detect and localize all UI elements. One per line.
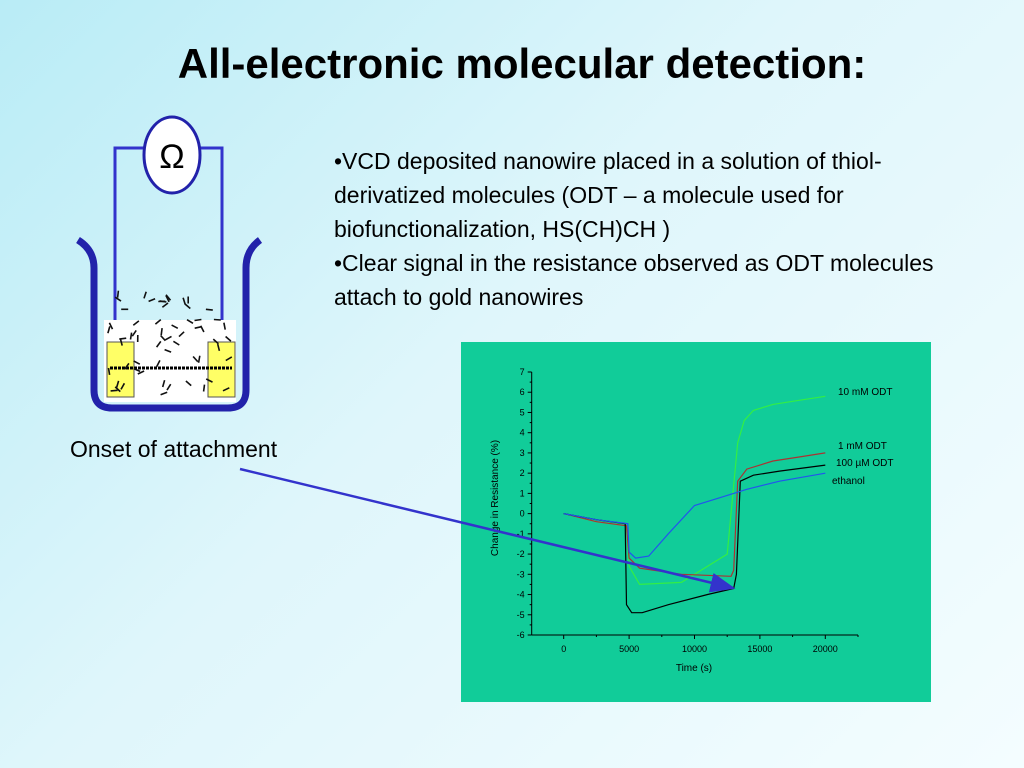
y-tick-label: 5 bbox=[520, 407, 525, 417]
ohm-symbol: Ω bbox=[159, 138, 184, 176]
molecule bbox=[225, 356, 233, 362]
molecule bbox=[225, 335, 232, 342]
molecule bbox=[108, 322, 114, 330]
beaker-diagram: Ω bbox=[76, 115, 263, 412]
ohmmeter-circle bbox=[142, 115, 202, 195]
molecule bbox=[161, 302, 169, 308]
left-wire bbox=[113, 146, 145, 345]
molecule bbox=[166, 383, 172, 391]
molecule bbox=[110, 389, 118, 392]
molecule bbox=[116, 290, 120, 298]
molecule bbox=[120, 382, 126, 390]
molecule bbox=[131, 329, 137, 337]
tick-labels: -6 -5 -4 -3 -2 -1 0 1 2 3 4 5 6 7 0 5000 10000 15000 20000 bbox=[517, 367, 838, 654]
molecule bbox=[155, 340, 162, 348]
x-tick-label: 15000 bbox=[747, 644, 772, 654]
molecule bbox=[212, 338, 219, 345]
legend-label-10mm: 10 mM ODT bbox=[838, 387, 892, 398]
molecule bbox=[107, 326, 111, 334]
molecule bbox=[165, 335, 172, 341]
molecule bbox=[143, 291, 147, 299]
molecule bbox=[114, 386, 121, 393]
molecule bbox=[160, 391, 168, 396]
molecule bbox=[132, 320, 140, 326]
molecule bbox=[182, 297, 186, 305]
molecule bbox=[107, 367, 111, 376]
y-tick-label: 3 bbox=[520, 448, 525, 458]
y-tick-label: -2 bbox=[517, 549, 525, 559]
y-tick-label: -5 bbox=[517, 610, 525, 620]
legend-label-1mm: 1 mM ODT bbox=[838, 441, 887, 452]
molecule bbox=[115, 380, 120, 388]
molecule bbox=[178, 331, 185, 338]
y-tick-label: -1 bbox=[517, 529, 525, 539]
molecule bbox=[124, 362, 130, 370]
bullet-item: •VCD deposited nanowire placed in a solu… bbox=[334, 148, 882, 242]
molecule bbox=[137, 370, 145, 375]
molecule bbox=[148, 298, 156, 303]
molecule bbox=[133, 360, 141, 365]
y-tick-label: 0 bbox=[520, 509, 525, 519]
molecule bbox=[161, 379, 166, 388]
molecule bbox=[213, 318, 221, 321]
right-wire bbox=[199, 146, 224, 345]
molecule bbox=[154, 318, 162, 325]
y-tick-label: 1 bbox=[520, 488, 525, 498]
molecule bbox=[216, 343, 221, 351]
molecule bbox=[155, 360, 161, 367]
molecule bbox=[119, 338, 123, 346]
molecule bbox=[164, 348, 172, 353]
resistance-chart: -6 -5 -4 -3 -2 -1 0 1 2 3 4 5 6 7 0 5000 10000 15000 20000… bbox=[461, 342, 931, 702]
beaker bbox=[76, 237, 263, 412]
slide-title: All-electronic molecular detection: bbox=[177, 40, 867, 87]
molecule bbox=[133, 367, 141, 373]
y-tick-label: 7 bbox=[520, 367, 525, 377]
y-tick-label: 2 bbox=[520, 468, 525, 478]
molecule bbox=[129, 332, 133, 340]
y-tick-label: 4 bbox=[520, 428, 525, 438]
x-tick-label: 10000 bbox=[682, 644, 707, 654]
molecule bbox=[194, 318, 202, 322]
molecule bbox=[223, 322, 226, 330]
bullet-item: •Clear signal in the resistance observed… bbox=[334, 250, 934, 310]
molecule bbox=[171, 324, 179, 330]
x-tick-label: 0 bbox=[561, 644, 566, 654]
molecule bbox=[194, 325, 202, 329]
molecule bbox=[205, 378, 213, 383]
y-tick-label: 6 bbox=[520, 387, 525, 397]
molecule bbox=[222, 387, 230, 392]
molecule bbox=[202, 384, 206, 392]
molecule bbox=[185, 380, 192, 387]
x-tick-label: 5000 bbox=[619, 644, 639, 654]
y-axis-label: Change in Resistance (%) bbox=[490, 440, 501, 556]
molecule bbox=[165, 295, 170, 303]
molecule bbox=[114, 296, 122, 302]
bullet-list: •VCD deposited nanowire placed in a solu… bbox=[334, 144, 974, 314]
molecule bbox=[186, 319, 194, 324]
molecule bbox=[160, 327, 163, 336]
chart-legend: 10 mM ODT 1 mM ODT 100 µM ODT ethanol bbox=[832, 387, 893, 487]
x-tick-label: 20000 bbox=[813, 644, 838, 654]
y-tick-label: -3 bbox=[517, 569, 525, 579]
odt-molecules bbox=[107, 290, 233, 396]
molecule bbox=[192, 355, 199, 363]
molecule bbox=[160, 334, 166, 342]
legend-label-ethanol: ethanol bbox=[832, 476, 865, 487]
molecule bbox=[172, 340, 180, 346]
molecule bbox=[205, 308, 213, 311]
molecule bbox=[184, 303, 191, 310]
onset-caption: Onset of attachment bbox=[70, 436, 278, 462]
molecule bbox=[197, 355, 201, 363]
y-tick-label: -4 bbox=[517, 590, 525, 600]
legend-label-100um: 100 µM ODT bbox=[836, 458, 893, 469]
x-axis-label: Time (s) bbox=[676, 663, 712, 674]
y-tick-label: -6 bbox=[517, 630, 525, 640]
